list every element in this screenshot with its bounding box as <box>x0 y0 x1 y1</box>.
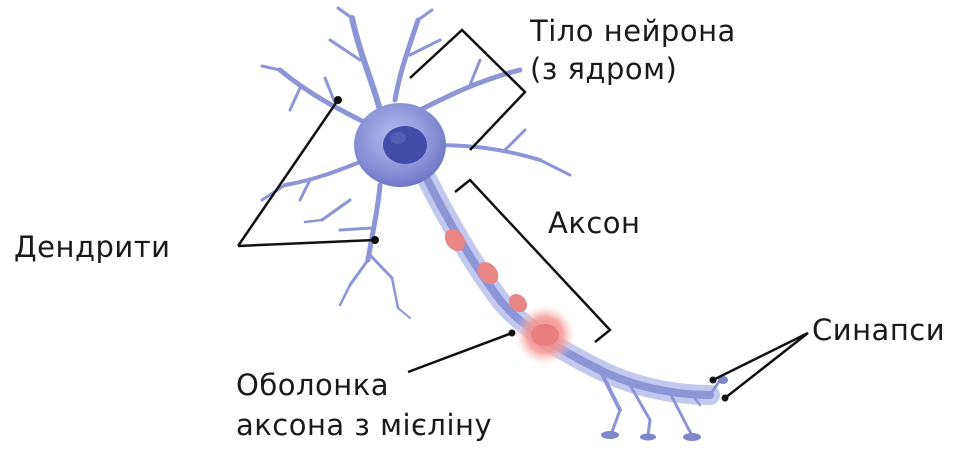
label-myelin-line2: аксона з мієліну <box>236 408 492 442</box>
label-synapses: Синапси <box>812 313 945 347</box>
cell-body <box>354 103 446 187</box>
label-cell-body-line1: Тіло нейрона <box>530 14 736 48</box>
label-myelin-line1: Оболонка <box>236 368 389 402</box>
label-axon: Аксон <box>548 206 641 240</box>
label-dendrites: Дендрити <box>14 230 171 264</box>
label-cell-body-line2: (з ядром) <box>530 52 677 86</box>
